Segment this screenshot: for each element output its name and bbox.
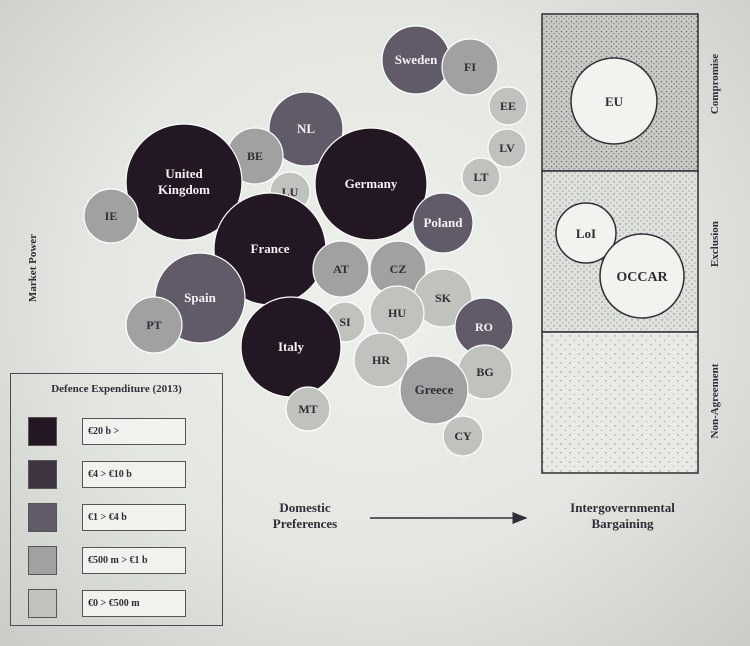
country-label: RO	[475, 320, 493, 334]
country-bubble: Italy	[240, 296, 342, 398]
country-circle	[488, 86, 528, 126]
country-bubble: AT	[312, 240, 370, 298]
country-bubble: PT	[125, 296, 183, 354]
country-bubble: LV	[487, 128, 527, 168]
country-label: CY	[454, 429, 472, 443]
country-label: HR	[372, 353, 390, 367]
country-label: BG	[476, 365, 493, 379]
country-label: HU	[388, 306, 406, 320]
legend-swatch	[28, 589, 57, 618]
country-bubble: Germany	[314, 127, 428, 241]
country-bubble: Poland	[412, 192, 474, 254]
legend: Defence Expenditure (2013) €20 b > €4 > …	[10, 373, 223, 626]
legend-label: €1 > €4 b	[82, 504, 186, 531]
legend-item: €4 > €10 b	[28, 460, 198, 490]
country-label: CZ	[390, 262, 407, 276]
country-bubble: HU	[369, 285, 425, 341]
country-label: PT	[146, 318, 161, 332]
country-circle	[442, 415, 484, 457]
country-label: Poland	[423, 215, 463, 230]
country-label: NL	[297, 121, 315, 136]
legend-item: €20 b >	[28, 417, 198, 447]
country-circle	[353, 332, 409, 388]
zone-label-compromise: Compromise	[709, 53, 721, 115]
country-circle	[285, 386, 331, 432]
eu-circle	[570, 57, 658, 145]
legend-swatch	[28, 503, 57, 532]
intergovernmental-bargaining-label: Intergovernmental Bargaining	[570, 500, 675, 531]
country-label: Greece	[415, 382, 454, 397]
country-circle	[125, 296, 183, 354]
country-bubble: CY	[442, 415, 484, 457]
country-bubble: FI	[441, 38, 499, 96]
legend-label: €20 b >	[82, 418, 186, 445]
country-bubble: NL	[268, 91, 344, 167]
country-bubble: MT	[285, 386, 331, 432]
country-label: Sweden	[395, 52, 438, 67]
country-label: Spain	[184, 290, 217, 305]
country-label: LT	[474, 170, 489, 184]
loi-label: LoI	[576, 226, 596, 241]
country-label: LV	[499, 141, 515, 155]
country-label: IE	[105, 209, 118, 223]
country-label: EE	[500, 99, 516, 113]
country-label: SK	[435, 291, 452, 305]
legend-label: €4 > €10 b	[82, 461, 186, 488]
market-power-label: Market Power	[27, 233, 39, 303]
country-bubble: SK	[413, 268, 473, 328]
country-label: FI	[464, 60, 476, 74]
loi-circle	[555, 202, 617, 264]
legend-title: Defence Expenditure (2013)	[51, 383, 182, 395]
country-circle	[441, 38, 499, 96]
zone-label-non-agreement: Non-Agreement	[709, 363, 721, 439]
country-circle	[487, 128, 527, 168]
country-bubble: LT	[461, 157, 501, 197]
country-circle	[461, 157, 501, 197]
legend-swatch	[28, 546, 57, 575]
country-label: Germany	[345, 176, 398, 191]
country-circle	[314, 127, 428, 241]
legend-swatch	[28, 460, 57, 489]
country-label: AT	[333, 262, 349, 276]
country-circle	[412, 192, 474, 254]
country-bubble: BG	[457, 344, 513, 400]
outcome-panel: EU LoI OCCAR	[541, 13, 699, 474]
country-bubble: Greece	[399, 355, 469, 425]
country-label: MT	[298, 402, 317, 416]
legend-item: €0 > €500 m	[28, 589, 198, 619]
country-bubble: Sweden	[381, 25, 451, 95]
legend-swatch	[28, 417, 57, 446]
legend-label: €500 m > €1 b	[82, 547, 186, 574]
legend-label: €0 > €500 m	[82, 590, 186, 617]
country-bubble: HR	[353, 332, 409, 388]
country-circle	[125, 123, 243, 241]
country-circle	[83, 188, 139, 244]
legend-item: €500 m > €1 b	[28, 546, 198, 576]
country-circle	[399, 355, 469, 425]
eu-label: EU	[605, 94, 624, 109]
country-bubble: RO	[454, 297, 514, 357]
country-circle	[312, 240, 370, 298]
domestic-preferences-label: Domestic Preferences	[272, 500, 338, 531]
country-bubble: EE	[488, 86, 528, 126]
zone-non-agreement	[541, 331, 699, 474]
occar-circle	[599, 233, 685, 319]
country-label: Italy	[278, 339, 305, 354]
country-circle	[268, 91, 344, 167]
country-label: SI	[339, 315, 351, 329]
occar-label: OCCAR	[616, 270, 668, 285]
country-bubble: IE	[83, 188, 139, 244]
zone-label-exclusion: Exclusion	[709, 221, 721, 267]
legend-item: €1 > €4 b	[28, 503, 198, 533]
country-label: BE	[247, 149, 263, 163]
country-label: France	[251, 241, 290, 256]
